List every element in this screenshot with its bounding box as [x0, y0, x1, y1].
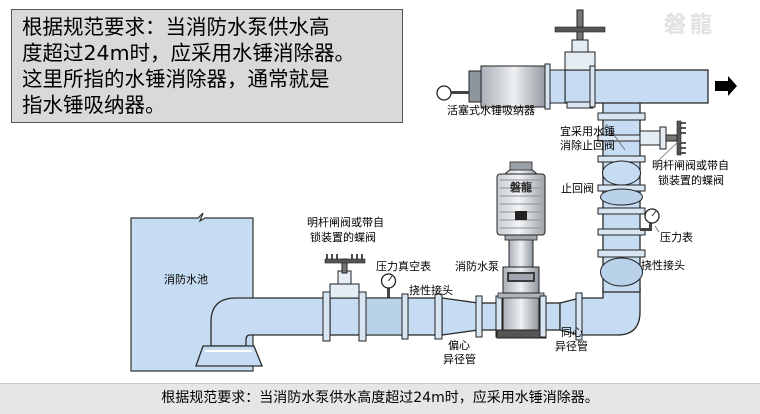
- brand-logo: 磐龍: [664, 12, 717, 38]
- label-butterfly-right-1: 明杆闸阀或带自: [652, 158, 729, 172]
- callout-line: 根据规范要求：当消防水泵供水高: [22, 15, 330, 39]
- label-flex-right: 挠性接头: [641, 258, 685, 272]
- top-gate-valve: [554, 9, 606, 109]
- label-check-valve-note-2: 消除止回阀: [560, 138, 615, 152]
- label-butterfly-left-1: 明杆闸阀或带自: [307, 215, 384, 229]
- regulation-callout: 根据规范要求：当消防水泵供水高 度超过24m时，应采用水锤消除器。 这里所指的水…: [11, 9, 403, 123]
- label-eccentric-1: 偏心: [448, 338, 470, 352]
- label-butterfly-right-2: 锁装置的蝶阀: [658, 173, 724, 187]
- discharge-butterfly-valve: [639, 120, 686, 156]
- label-check-valve: 止回阀: [561, 181, 594, 195]
- check-valve: [602, 160, 641, 186]
- water-hammer-absorber: [436, 63, 566, 110]
- callout-line: 这里所指的水锤消除器，通常就是: [22, 67, 330, 91]
- callout-line: 指水锤吸纳器。: [22, 93, 166, 117]
- label-pressure-gauge: 压力表: [660, 230, 693, 244]
- vacuum-gauge: [380, 273, 397, 298]
- label-absorber: 活塞式水锤吸纳器: [447, 103, 535, 117]
- flexible-joints: [365, 188, 643, 336]
- label-concentric-2: 异径管: [555, 339, 588, 353]
- fire-pump: [496, 161, 547, 339]
- footer-caption: 根据规范要求：当消防水泵供水高度超过24m时，应采用水锤消除器。: [0, 383, 760, 414]
- label-fire-pump: 消防水泵: [455, 259, 499, 273]
- label-vacuum-gauge: 压力真空表: [376, 259, 431, 273]
- label-tank: 消防水池: [164, 272, 208, 286]
- outlet-arrow: [715, 76, 737, 96]
- label-check-valve-note-1: 宜采用水锤: [560, 124, 615, 138]
- label-concentric-1: 同心: [561, 326, 583, 339]
- pressure-gauge: [640, 208, 660, 231]
- suction-gate-valve: [324, 254, 366, 299]
- label-eccentric-2: 异径管: [443, 352, 476, 366]
- label-flex-left: 挠性接头: [409, 283, 453, 297]
- label-butterfly-left-2: 锁装置的蝶阀: [310, 230, 376, 244]
- pump-logo: 磐龍: [510, 180, 532, 194]
- leader-lines: [605, 123, 681, 233]
- callout-line: 度超过24m时，应采用水锤消除器。: [22, 41, 356, 65]
